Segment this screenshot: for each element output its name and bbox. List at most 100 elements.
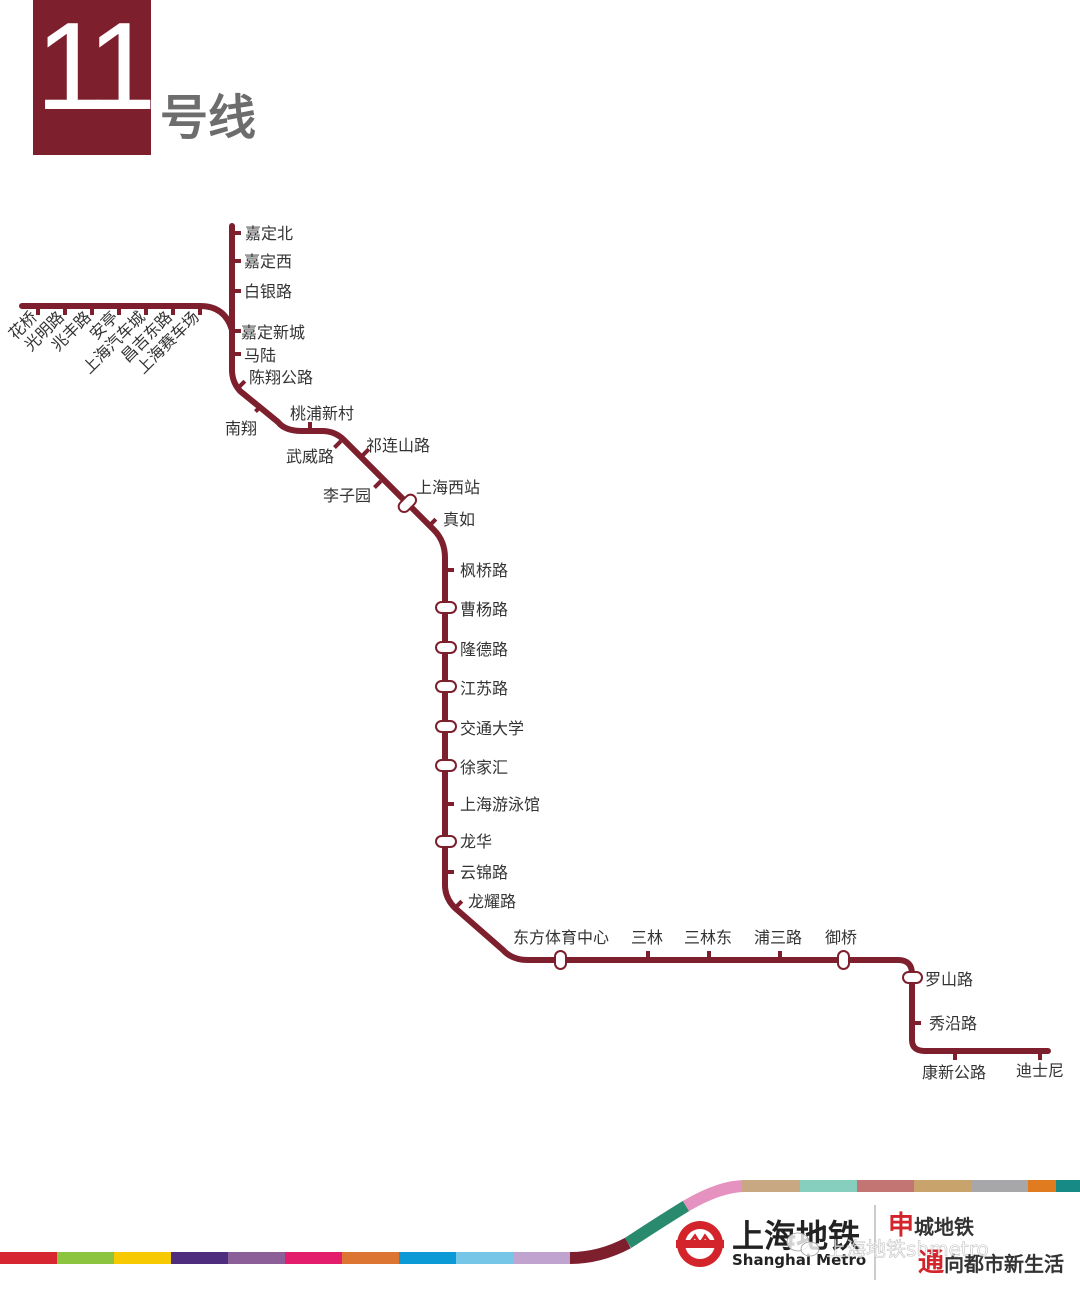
stripe-segment <box>742 1180 800 1192</box>
tick-chenxiang-gonglu <box>237 379 247 389</box>
station-label-jiaotong-daxue: 交通大学 <box>460 719 524 738</box>
tick-shanghai-saichechang <box>198 306 202 315</box>
tick-pusan-lu <box>778 951 782 960</box>
station-label-yuqiao: 御桥 <box>825 928 857 947</box>
stripe-segment <box>971 1180 1028 1192</box>
slogan-line-1-big: 申 <box>888 1211 914 1241</box>
station-label-sanlin-dong: 三林东 <box>684 928 732 947</box>
stripe-segment <box>114 1252 171 1264</box>
tick-jiading-bei <box>232 231 241 235</box>
stripe-segment <box>513 1252 570 1264</box>
tick-zhaofeng-lu <box>90 306 94 315</box>
interchange-caoyang-lu <box>435 601 457 614</box>
tick-sanlin-dong <box>707 951 711 960</box>
stripe-segment <box>285 1252 342 1264</box>
stripe-segment <box>57 1252 114 1264</box>
tick-liziyuan <box>373 479 383 489</box>
tick-jiading-xincheng <box>232 329 241 333</box>
tick-anting <box>117 306 121 315</box>
slogan-line-2-rest: 向都市新生活 <box>944 1252 1064 1276</box>
brand-name-en: Shanghai Metro <box>732 1251 866 1269</box>
tick-longyao-lu <box>454 899 464 909</box>
tick-zhenru <box>428 517 438 527</box>
tick-dishini <box>1038 1051 1042 1060</box>
wechat-icon <box>786 1232 820 1257</box>
tick-shanghai-qichecheng <box>144 306 148 315</box>
stripe-segment <box>1028 1180 1056 1192</box>
interchange-yuqiao <box>837 950 850 970</box>
stripe-segment <box>857 1180 914 1192</box>
stripe-curve-segment <box>682 1180 746 1212</box>
station-label-jiading-bei: 嘉定北 <box>245 224 293 243</box>
slogan-line-1: 申城地铁 <box>888 1211 974 1241</box>
station-label-qilianshan-lu: 祁连山路 <box>366 436 430 455</box>
station-label-baiyin-lu: 白银路 <box>244 282 292 301</box>
interchange-jiaotong-daxue <box>435 720 457 733</box>
tick-yunjin-lu <box>445 870 454 874</box>
station-label-malu: 马陆 <box>244 346 276 365</box>
station-label-shanghai-youyongguan: 上海游泳馆 <box>460 795 540 814</box>
station-label-jiangsu-lu: 江苏路 <box>460 679 508 698</box>
interchange-longhua <box>435 835 457 848</box>
station-label-nanxiang: 南翔 <box>225 419 257 438</box>
tick-taopu-xincun <box>308 422 312 431</box>
stripe-segment <box>399 1252 456 1264</box>
shanghai-metro-logo-icon <box>676 1221 724 1267</box>
interchange-jiangsu-lu <box>435 680 457 693</box>
tick-qilianshan-lu <box>361 447 371 457</box>
station-label-xujiahui: 徐家汇 <box>460 758 508 777</box>
station-label-chenxiang-gonglu: 陈翔公路 <box>249 368 313 387</box>
station-label-longde-lu: 隆德路 <box>460 640 508 659</box>
tick-fengqiao-lu <box>445 568 454 572</box>
stripe-curve-segment <box>569 1237 631 1264</box>
tick-changji-donglu <box>171 306 175 315</box>
tick-malu <box>232 352 241 356</box>
stripe-curve-segment <box>624 1200 690 1249</box>
station-label-taopu-xincun: 桃浦新村 <box>290 404 354 423</box>
interchange-shanghai-xizhan <box>397 493 418 514</box>
stripe-segment <box>0 1252 57 1264</box>
tick-wuwei-lu <box>333 439 343 449</box>
station-label-dishini: 迪士尼 <box>1016 1061 1064 1080</box>
slogan-line-2-big: 通 <box>918 1248 944 1278</box>
stripe-segment <box>1056 1180 1080 1192</box>
station-label-jiading-xincheng: 嘉定新城 <box>241 323 305 342</box>
interchange-luoshan-lu <box>902 971 923 984</box>
station-label-luoshan-lu: 罗山路 <box>925 970 973 989</box>
line-suffix: 号线 <box>160 90 257 146</box>
tick-guangming-lu <box>63 306 67 315</box>
tick-xiuyan-lu <box>912 1021 921 1025</box>
station-label-zhenru: 真如 <box>443 510 475 529</box>
tick-kangxin-gonglu <box>953 1051 957 1060</box>
line-color-stripe <box>0 1180 1080 1264</box>
stripe-segment <box>228 1252 285 1264</box>
station-label-yunjin-lu: 云锦路 <box>460 863 508 882</box>
interchange-xujiahui <box>435 759 457 772</box>
tick-sanlin <box>646 951 650 960</box>
line-number-badge: 11 <box>33 0 156 155</box>
station-label-pusan-lu: 浦三路 <box>754 928 802 947</box>
station-label-shanghai-xizhan: 上海西站 <box>416 478 480 497</box>
station-label-kangxin-gonglu: 康新公路 <box>922 1063 986 1082</box>
stripe-segment <box>456 1252 513 1264</box>
station-label-fengqiao-lu: 枫桥路 <box>460 561 508 580</box>
interchange-longde-lu <box>435 641 457 654</box>
slogan-line-2: 通向都市新生活 <box>918 1248 1064 1278</box>
tick-shanghai-youyongguan <box>445 802 454 806</box>
tick-baiyin-lu <box>232 289 241 293</box>
station-label-sanlin: 三林 <box>631 928 663 947</box>
station-label-xiuyan-lu: 秀沿路 <box>929 1014 977 1033</box>
station-label-jiading-xi: 嘉定西 <box>244 252 292 271</box>
station-label-dongfang-tiyu-zhongxin: 东方体育中心 <box>513 928 609 947</box>
station-label-wuwei-lu: 武威路 <box>286 447 334 466</box>
tick-nanxiang <box>254 403 264 413</box>
tick-jiading-xi <box>232 259 241 263</box>
station-label-liziyuan: 李子园 <box>323 486 371 505</box>
stripe-segment <box>800 1180 857 1192</box>
station-label-longhua: 龙华 <box>460 832 492 851</box>
slogan-line-1-rest: 城地铁 <box>914 1215 974 1239</box>
station-label-longyao-lu: 龙耀路 <box>468 892 516 911</box>
tick-huaqiao <box>36 306 40 315</box>
stripe-segment <box>914 1180 971 1192</box>
